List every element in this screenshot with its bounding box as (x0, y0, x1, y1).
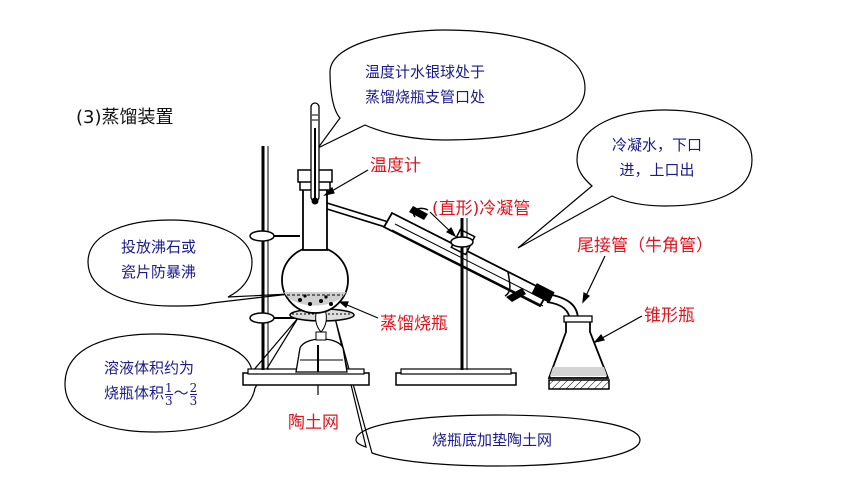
bubble-stones-line1: 投放沸石或 (121, 238, 197, 256)
bubble-thermometer-line2: 蒸馏烧瓶支管口处 (365, 88, 486, 106)
label-thermometer: 温度计 (370, 156, 421, 176)
bubble-stones-text: 投放沸石或 瓷片防暴沸 (121, 235, 196, 285)
pointer-lines (317, 169, 643, 395)
bubble-water-line1: 冷凝水，下口 (612, 136, 703, 154)
bubble-water-text: 冷凝水，下口 进，上口出 (612, 133, 702, 183)
iron-stand-right (395, 218, 517, 386)
section-title: (3)蒸馏装置 (76, 107, 174, 128)
bubble-thermometer (317, 29, 586, 149)
thermometer (310, 102, 320, 205)
bubble-thermometer-text: 温度计水银球处于 蒸馏烧瓶支管口处 (365, 60, 485, 110)
tilde: ～ (173, 384, 189, 402)
alcohol-lamp (295, 299, 348, 373)
label-adapter: 尾接管（牛角管） (577, 236, 713, 256)
label-distillation-flask: 蒸馏烧瓶 (380, 314, 448, 334)
bubble-cooling-water (517, 109, 753, 249)
bubble-gauze-text: 烧瓶底加垫陶土网 (432, 431, 553, 449)
bubble-stones-line2: 瓷片防暴沸 (121, 263, 197, 281)
bubble-volume-line2-text: 烧瓶体积 (104, 384, 165, 402)
label-gauze: 陶土网 (288, 413, 339, 433)
conical-flask (547, 315, 610, 390)
frac1-numerator: 1 (165, 380, 173, 395)
bubble-water-line2: 进，上口出 (619, 161, 695, 179)
bubble-volume-line1: 溶液体积约为 (104, 359, 195, 377)
frac2-numerator: 2 (189, 380, 198, 395)
frac2-denominator: 3 (189, 393, 198, 408)
label-condenser: (直形)冷凝管 (432, 199, 531, 219)
condenser (382, 206, 550, 308)
bubble-gauze (334, 317, 641, 467)
bubble-thermometer-line1: 温度计水银球处于 (365, 63, 486, 81)
bubble-boiling-stones (87, 219, 291, 307)
frac1-denominator: 3 (165, 393, 173, 408)
label-conical-flask: 锥形瓶 (644, 306, 695, 326)
distillation-flask (281, 169, 396, 314)
